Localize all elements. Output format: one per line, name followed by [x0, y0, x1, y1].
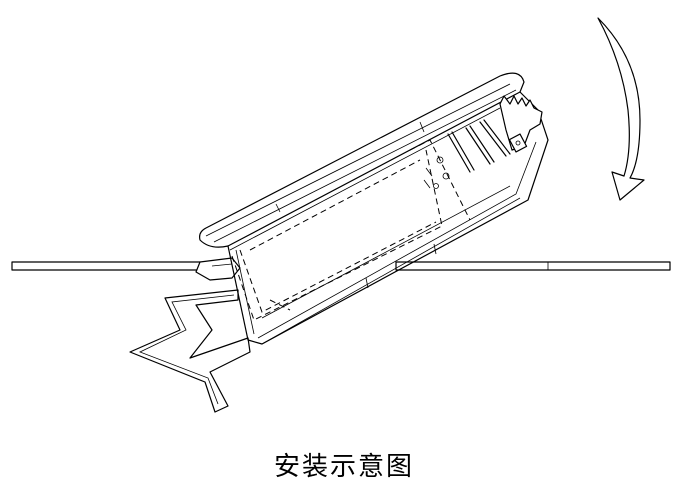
spring-clip: [129, 289, 251, 413]
diagram-caption: 安装示意图: [273, 452, 414, 482]
serrated-grip: [499, 95, 543, 153]
device-body: [199, 72, 549, 345]
internal-module-hidden-lines: [231, 139, 471, 321]
curved-arrow-icon: [597, 17, 645, 201]
latch-hook: [195, 257, 241, 281]
mounting-panel: [11, 261, 671, 271]
installation-diagram: [11, 17, 671, 413]
vent-slots: [423, 119, 511, 189]
